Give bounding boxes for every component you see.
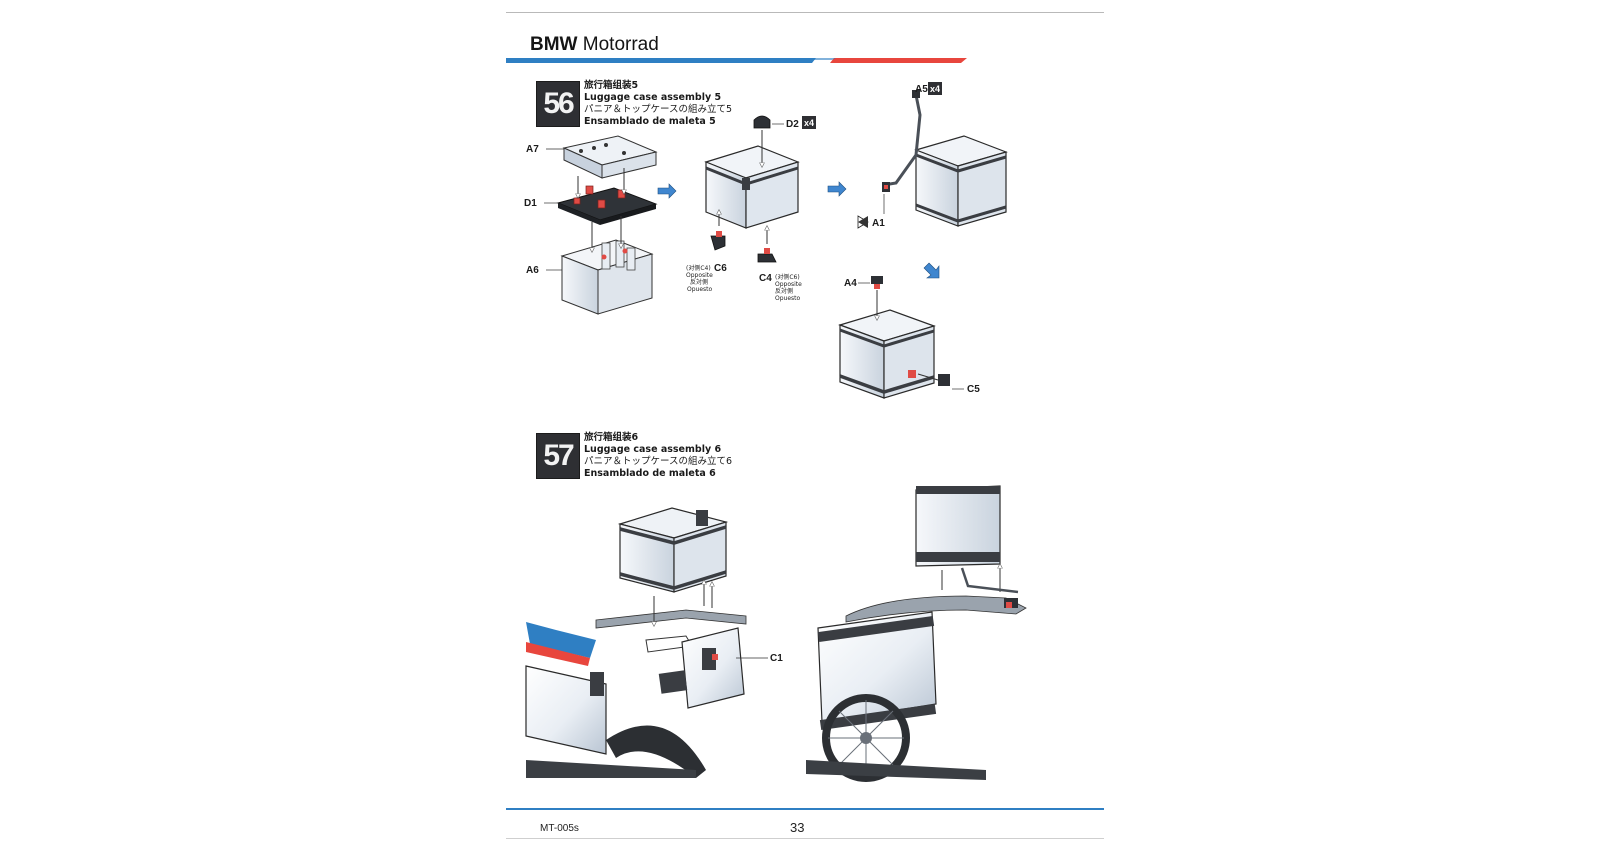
exploded-case-diagram: A7 D1 A6 — [524, 135, 658, 315]
quantity-x4: x4 — [804, 118, 814, 128]
lid-part-a7 — [562, 135, 658, 179]
case-body-part-a6 — [560, 239, 654, 315]
motorcycle-rear-diagram: C1 — [525, 507, 783, 778]
brand-logo: BMW Motorrad — [530, 34, 659, 56]
label-a6: A6 — [526, 265, 539, 276]
note-c6-jp: 反対側 — [690, 278, 708, 286]
step-title-es: Ensamblado de maleta 5 — [584, 116, 716, 127]
side-rack-diagram — [806, 485, 1027, 782]
step-title-cn: 旅行箱组装5 — [584, 80, 639, 91]
note-c4-jp: 反対側 — [775, 287, 793, 295]
step-title-cn: 旅行箱组装6 — [584, 432, 639, 443]
quantity-badge — [928, 82, 942, 95]
manual-page: BMW Motorrad 56 旅行箱组装5 Luggage case asse… — [506, 0, 1104, 850]
quantity-badge — [802, 116, 816, 129]
top-rule — [506, 12, 1104, 13]
step-56-titles: 旅行箱组装5 Luggage case assembly 5 パニア＆トップケー… — [584, 80, 732, 128]
top-case-arm-diagram: A5 x4 A1 — [857, 82, 1008, 229]
note-c4-prefix: (对侧C6) — [775, 273, 800, 281]
model-code: MT-005s — [540, 823, 579, 834]
next-step-arrow — [827, 181, 847, 197]
plate-part-d1 — [556, 185, 658, 225]
next-step-arrow — [923, 262, 940, 279]
label-d2: D2 — [786, 119, 799, 130]
step-title-en: Luggage case assembly 6 — [584, 444, 722, 455]
quantity-x4: x4 — [930, 84, 940, 94]
label-d1: D1 — [524, 198, 537, 209]
step-title-jp: パニア＆トップケースの組み立て6 — [584, 456, 733, 467]
footer-rule — [506, 808, 1104, 810]
note-c4-es: Opuesto — [775, 295, 801, 302]
step-number-badge: 57 — [536, 433, 580, 479]
step-title-en: Luggage case assembly 5 — [584, 92, 722, 103]
case-latch-diagram: A4 C5 — [838, 276, 980, 399]
label-c1: C1 — [770, 653, 783, 664]
label-a4: A4 — [844, 278, 857, 289]
assembly-diagrams: A7 D1 A6 D2 x4 C6 — [524, 82, 1027, 782]
label-c5: C5 — [967, 384, 980, 395]
label-c6: C6 — [714, 263, 727, 274]
label-a1: A1 — [872, 218, 885, 229]
note-c6-es: Opuesto — [687, 286, 713, 293]
note-c4-opposite: Opposite — [775, 281, 802, 288]
step-title-es: Ensamblado de maleta 6 — [584, 468, 716, 479]
next-step-arrow — [657, 183, 677, 199]
top-case-feet-diagram: D2 x4 C6 (对侧C4) Opposite 反対側 Opuesto C4 … — [686, 115, 816, 302]
brand-light: Motorrad — [582, 34, 659, 55]
note-c6-opposite: Opposite — [686, 272, 713, 279]
step-title-jp: パニア＆トップケースの組み立て5 — [584, 104, 733, 115]
note-c6-prefix: (对侧C4) — [686, 264, 711, 272]
label-c4: C4 — [759, 273, 772, 284]
brand-bold: BMW — [530, 34, 578, 55]
label-a5: A5 — [915, 84, 928, 95]
page-number: 33 — [790, 820, 805, 835]
brand-stripe — [506, 58, 967, 63]
label-a7: A7 — [526, 144, 539, 155]
bottom-rule — [506, 838, 1104, 839]
step-number-badge: 56 — [536, 81, 580, 127]
step-57-titles: 旅行箱组装6 Luggage case assembly 6 パニア＆トップケー… — [584, 432, 732, 480]
